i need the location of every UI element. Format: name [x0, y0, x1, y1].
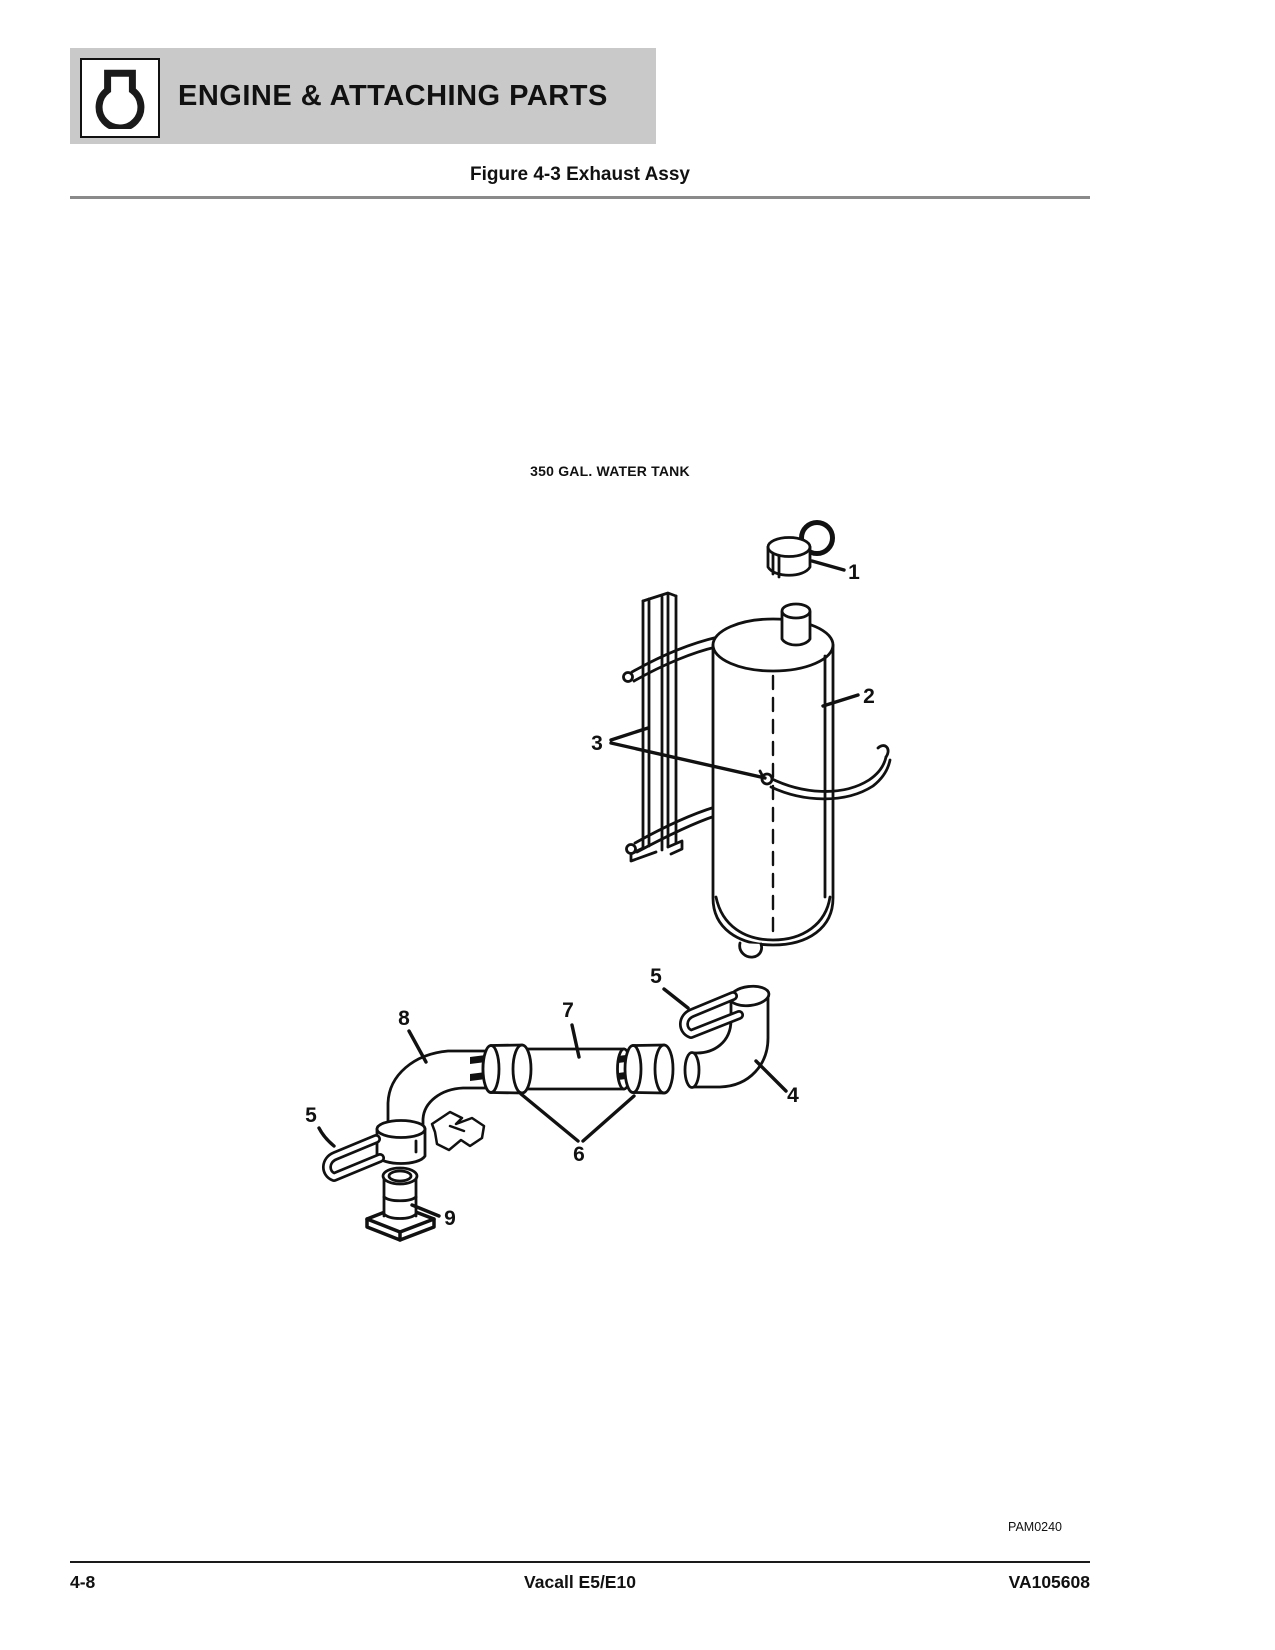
- callout-5-lower: 5: [305, 1104, 317, 1127]
- footer: 4-8 Vacall E5/E10 VA105608: [70, 1572, 1090, 1593]
- callout-5-upper: 5: [650, 965, 662, 988]
- u-bolt-lower: [322, 1134, 385, 1182]
- section-icon-box: [80, 58, 160, 138]
- callout-2: 2: [863, 685, 875, 708]
- band-clamp-right: [618, 1043, 675, 1095]
- image-code: PAM0240: [1008, 1520, 1062, 1534]
- callout-6: 6: [573, 1143, 585, 1166]
- diagram-caption: 350 GAL. WATER TANK: [530, 463, 690, 479]
- flanged-stub: [365, 1166, 436, 1242]
- section-banner: ENGINE & ATTACHING PARTS: [70, 48, 656, 144]
- callout-leader-lines: [317, 559, 860, 1218]
- callout-8: 8: [398, 1007, 410, 1030]
- rain-cap-part: [766, 520, 835, 579]
- callout-1: 1: [848, 561, 860, 584]
- model-name: Vacall E5/E10: [524, 1572, 636, 1592]
- footer-rule: [70, 1561, 1090, 1563]
- saddle-clamp-bracket: [430, 1110, 486, 1152]
- band-clamp-left: [470, 1043, 533, 1095]
- lower-strap: [625, 805, 717, 855]
- callout-9: 9: [444, 1207, 456, 1230]
- page-number: 4-8: [70, 1572, 96, 1592]
- callout-3: 3: [591, 732, 603, 755]
- muffler-band-strap: [758, 744, 892, 801]
- upper-strap: [622, 635, 720, 683]
- figure-title: Figure 4-3 Exhaust Assy: [470, 164, 690, 185]
- engine-icon: [95, 69, 145, 129]
- section-title: ENGINE & ATTACHING PARTS: [178, 79, 608, 112]
- callout-4: 4: [787, 1084, 799, 1107]
- outlet-elbow-pipe: [683, 984, 771, 1089]
- title-rule: [70, 196, 1090, 199]
- u-bolt-upper: [679, 991, 744, 1039]
- coupling-sleeve: [375, 1119, 427, 1165]
- doc-number: VA105608: [1008, 1572, 1090, 1592]
- callout-7: 7: [562, 999, 574, 1022]
- muffler-body: [711, 602, 835, 959]
- mounting-channel: [629, 591, 684, 863]
